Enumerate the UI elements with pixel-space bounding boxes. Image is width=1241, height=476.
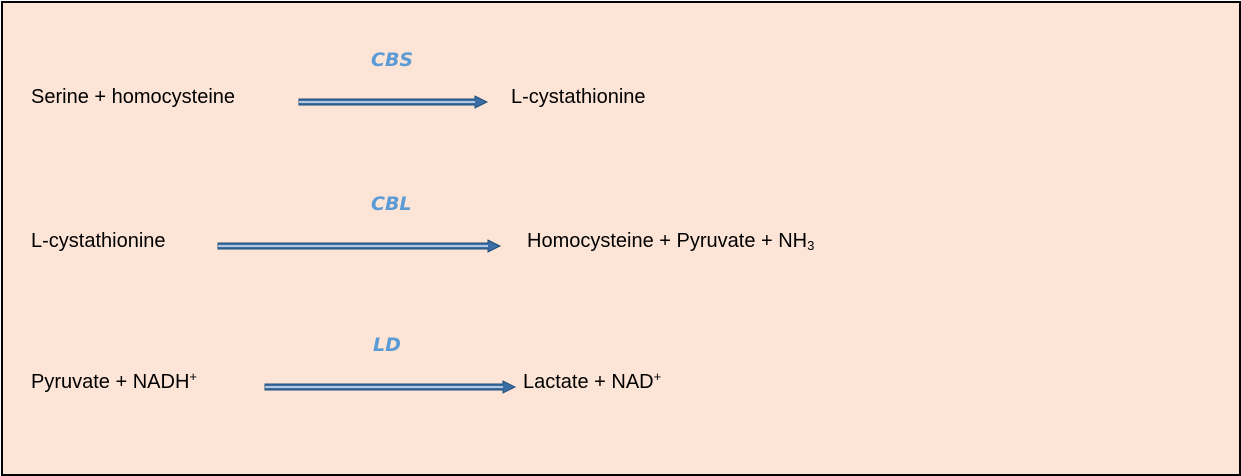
arrow-reaction-1 [298,95,489,109]
arrow-reaction-2 [217,239,502,253]
right-arrow-icon [264,380,517,394]
arrow-reaction-3 [264,380,517,394]
substrates-reaction-2: L-cystathionine [31,230,166,252]
enzyme-label-cbl: CBL [371,193,412,215]
product-reaction-2: Homocysteine + Pyruvate + NH3 [527,229,814,253]
substrates-reaction-3-superscript: + [189,369,197,384]
enzyme-label-cbs: CBS [371,49,414,71]
right-arrow-icon [217,239,502,253]
product-reaction-2-main: Homocysteine + Pyruvate + NH [527,230,808,252]
right-arrow-icon [298,95,489,109]
reaction-ld: LD Pyruvate + NADH+ Lactate + NAD+ [3,334,1239,414]
product-reaction-3-superscript: + [653,369,662,384]
substrates-reaction-3-main: Pyruvate + NADH [31,371,190,393]
product-reaction-3-main: Lactate + NAD [523,371,654,393]
product-reaction-1: L-cystathionine [511,86,646,108]
reaction-cbl: CBL L-cystathionine Homocysteine + Pyruv… [3,193,1239,273]
product-reaction-3: Lactate + NAD+ [523,370,661,394]
substrates-reaction-1: Serine + homocysteine [31,86,236,108]
reaction-cbs: CBS Serine + homocysteine L-cystathionin… [3,49,1239,129]
substrates-reaction-3: Pyruvate + NADH+ [31,370,197,394]
enzyme-label-ld: LD [373,334,401,356]
product-reaction-2-subscript: 3 [807,238,815,253]
